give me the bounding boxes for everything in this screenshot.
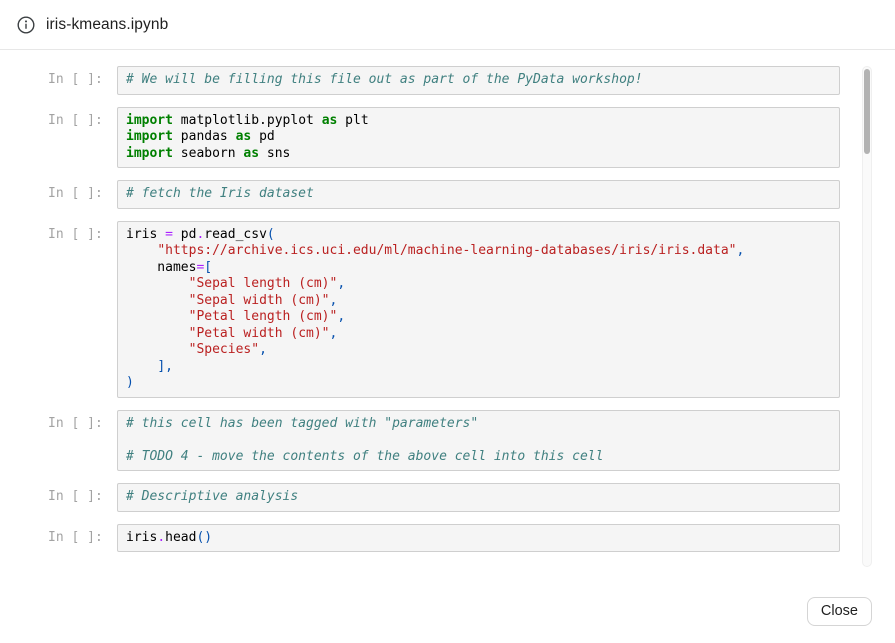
code-cell[interactable]: iris.head() xyxy=(117,523,840,552)
code-line: # this cell has been tagged with "parame… xyxy=(126,415,479,431)
cell-input-prompt: In [ ]: xyxy=(48,186,103,201)
code-line xyxy=(126,432,831,449)
code-line: "Sepal width (cm)", xyxy=(188,292,338,308)
notebook-cell-row: In [ ]: # fetch the Iris dataset xyxy=(48,180,840,209)
cell-input-prompt: In [ ]: xyxy=(48,415,103,431)
cell-input-prompt: In [ ]: xyxy=(48,112,103,128)
code-line: import matplotlib.pyplot as plt xyxy=(126,112,369,128)
file-title: iris-kmeans.ipynb xyxy=(46,15,169,33)
modal-header: iris-kmeans.ipynb xyxy=(0,0,895,50)
code-line: iris.head() xyxy=(126,529,213,545)
code-line: "Species", xyxy=(188,342,267,357)
code-cell[interactable]: # fetch the Iris dataset xyxy=(117,180,840,209)
code-cell[interactable]: # this cell has been tagged with "parame… xyxy=(117,409,840,471)
code-line: "Petal length (cm)", xyxy=(188,309,346,324)
code-line: import pandas as pd xyxy=(126,129,275,144)
code-line: # TODO 4 - move the contents of the abov… xyxy=(126,448,604,464)
info-icon xyxy=(17,15,35,34)
scrollbar-track[interactable] xyxy=(862,66,872,567)
code-line: names=[ xyxy=(126,259,213,275)
cell-input-prompt: In [ ]: xyxy=(48,72,103,87)
code-cell[interactable]: # We will be filling this file out as pa… xyxy=(117,66,840,95)
code-line: # fetch the Iris dataset xyxy=(126,186,314,201)
notebook-cell-row: In [ ]: iris.head() xyxy=(48,523,840,552)
code-line: "Sepal length (cm)", xyxy=(188,276,346,291)
code-line: "Petal width (cm)", xyxy=(188,325,338,341)
cell-input-prompt: In [ ]: xyxy=(48,226,103,242)
notebook-scroll-area[interactable]: In [ ]: # We will be filling this file ou… xyxy=(0,50,895,567)
code-cell[interactable]: iris = pd.read_csv( "https://archive.ics… xyxy=(117,220,840,398)
close-button[interactable]: Close xyxy=(806,597,872,626)
modal-footer: Close xyxy=(0,567,895,643)
notebook-cells: In [ ]: # We will be filling this file ou… xyxy=(48,66,840,552)
cell-input-prompt: In [ ]: xyxy=(48,529,103,545)
code-line: # Descriptive analysis xyxy=(126,489,299,504)
code-line: ], xyxy=(157,358,173,374)
notebook-cell-row: In [ ]: # Descriptive analysis xyxy=(48,483,840,512)
code-line: ) xyxy=(126,375,134,390)
notebook-cell-row: In [ ]: # We will be filling this file ou… xyxy=(48,66,840,95)
code-line: iris = pd.read_csv( xyxy=(126,226,275,242)
cell-input-prompt: In [ ]: xyxy=(48,489,103,504)
scrollbar-thumb[interactable] xyxy=(864,69,870,154)
code-line: "https://archive.ics.uci.edu/ml/machine-… xyxy=(157,243,745,258)
code-line: import seaborn as sns xyxy=(126,145,291,161)
code-cell[interactable]: # Descriptive analysis xyxy=(117,483,840,512)
code-line: # We will be filling this file out as pa… xyxy=(126,72,643,87)
notebook-cell-row: In [ ]: # this cell has been tagged with … xyxy=(48,409,840,471)
notebook-cell-row: In [ ]: iris = pd.read_csv( "https://arch… xyxy=(48,220,840,398)
